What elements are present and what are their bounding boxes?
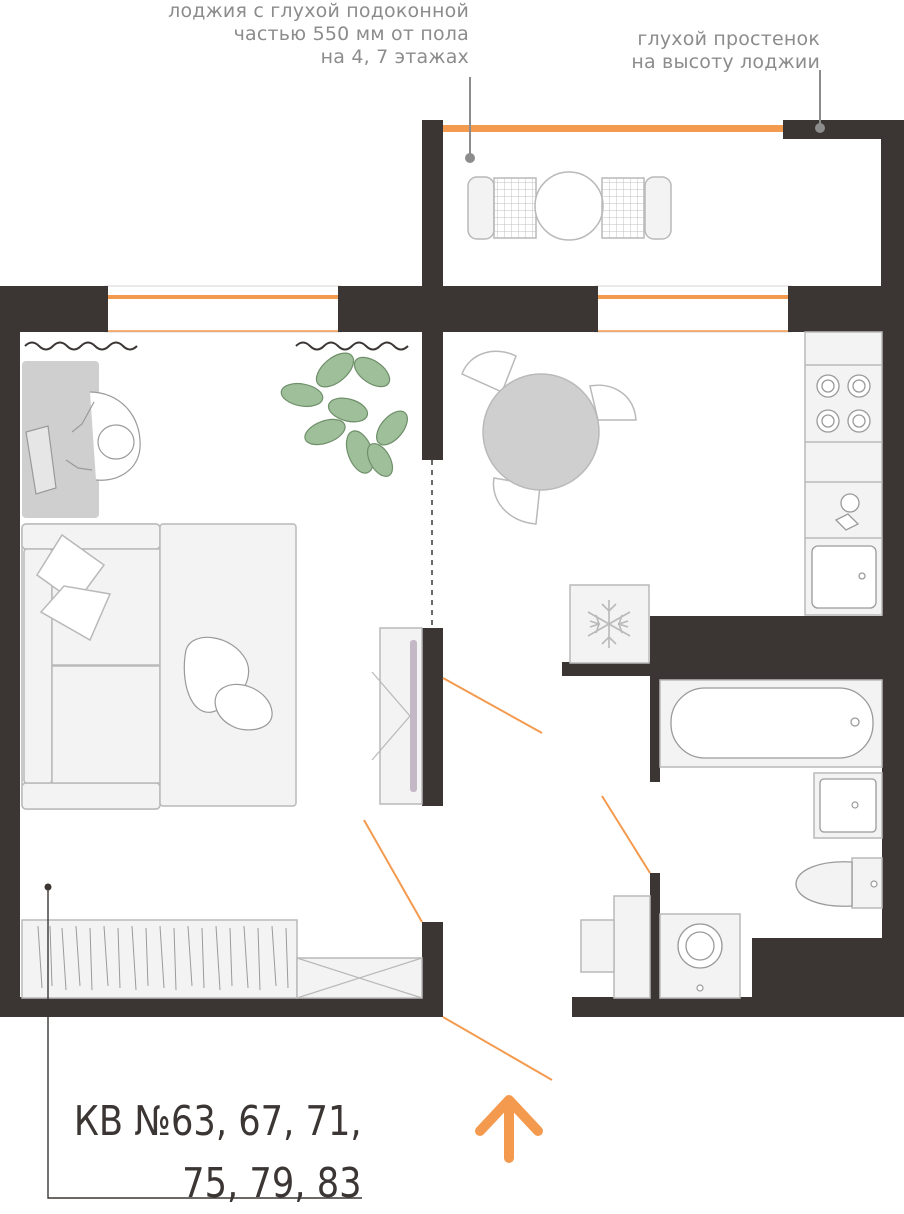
hallway-furniture xyxy=(580,895,651,999)
washing-machine xyxy=(659,913,741,999)
walls xyxy=(0,120,904,1017)
loggia-table xyxy=(534,171,604,241)
windows xyxy=(104,125,792,333)
wardrobe xyxy=(21,919,298,999)
blind-wall-note: глухой простенок на высоту лоджии xyxy=(631,28,820,74)
curtain-right xyxy=(295,341,409,351)
apartment-number-label: КВ №63, 67, 71, 75, 79, 83 xyxy=(74,1090,362,1214)
dining-chairs xyxy=(461,350,637,525)
kitchen-furniture xyxy=(461,331,883,664)
apartment-label-line: 75, 79, 83 xyxy=(182,1159,362,1207)
apartment-leader xyxy=(47,887,362,1199)
rug-stones xyxy=(183,636,273,731)
tv-stand xyxy=(371,627,423,805)
storage-box xyxy=(296,957,423,999)
door-swing-kitchen xyxy=(442,677,543,734)
dishwasher xyxy=(834,493,860,531)
note-line: глухой простенок xyxy=(637,28,820,50)
door-swing-bathroom xyxy=(601,795,651,874)
note-line: лоджия с глухой подоконной xyxy=(168,0,469,22)
toilet xyxy=(795,857,883,909)
dining-table xyxy=(482,373,600,491)
door-swing-entrance xyxy=(442,1016,553,1081)
loggia-chair-right xyxy=(601,176,672,240)
bathtub xyxy=(659,679,883,768)
room-furniture xyxy=(21,341,423,999)
stove xyxy=(816,374,871,433)
desk-with-person xyxy=(22,361,141,518)
hallway-cabinet xyxy=(613,895,651,999)
loggia-window xyxy=(443,125,783,132)
loggia-furniture xyxy=(467,171,672,241)
bathroom-fixtures xyxy=(659,679,883,999)
hallway-bench xyxy=(580,919,615,973)
snowflake-icon xyxy=(587,600,631,648)
kitchen-sink xyxy=(811,545,877,609)
curtain-left xyxy=(24,341,138,351)
bathroom-sink xyxy=(813,772,883,839)
room-window xyxy=(104,285,342,333)
kitchen-window xyxy=(594,285,792,333)
leaders xyxy=(47,70,825,1199)
plant-icon xyxy=(280,352,408,477)
door-swing-room xyxy=(363,819,423,923)
fridge xyxy=(569,584,650,664)
sofa xyxy=(21,523,161,810)
door-swings xyxy=(363,677,651,1081)
note-line: частью 550 мм от пола xyxy=(233,23,469,45)
up-arrow-icon xyxy=(475,1095,543,1163)
note-line: на 4, 7 этажах xyxy=(320,46,469,68)
note-line: на высоту лоджии xyxy=(631,51,820,73)
loggia-chair-left xyxy=(467,176,537,240)
pillow xyxy=(39,585,112,642)
apartment-label-line: КВ №63, 67, 71, xyxy=(74,1097,362,1145)
loggia-sill-note: лоджия с глухой подоконной частью 550 мм… xyxy=(168,0,469,69)
